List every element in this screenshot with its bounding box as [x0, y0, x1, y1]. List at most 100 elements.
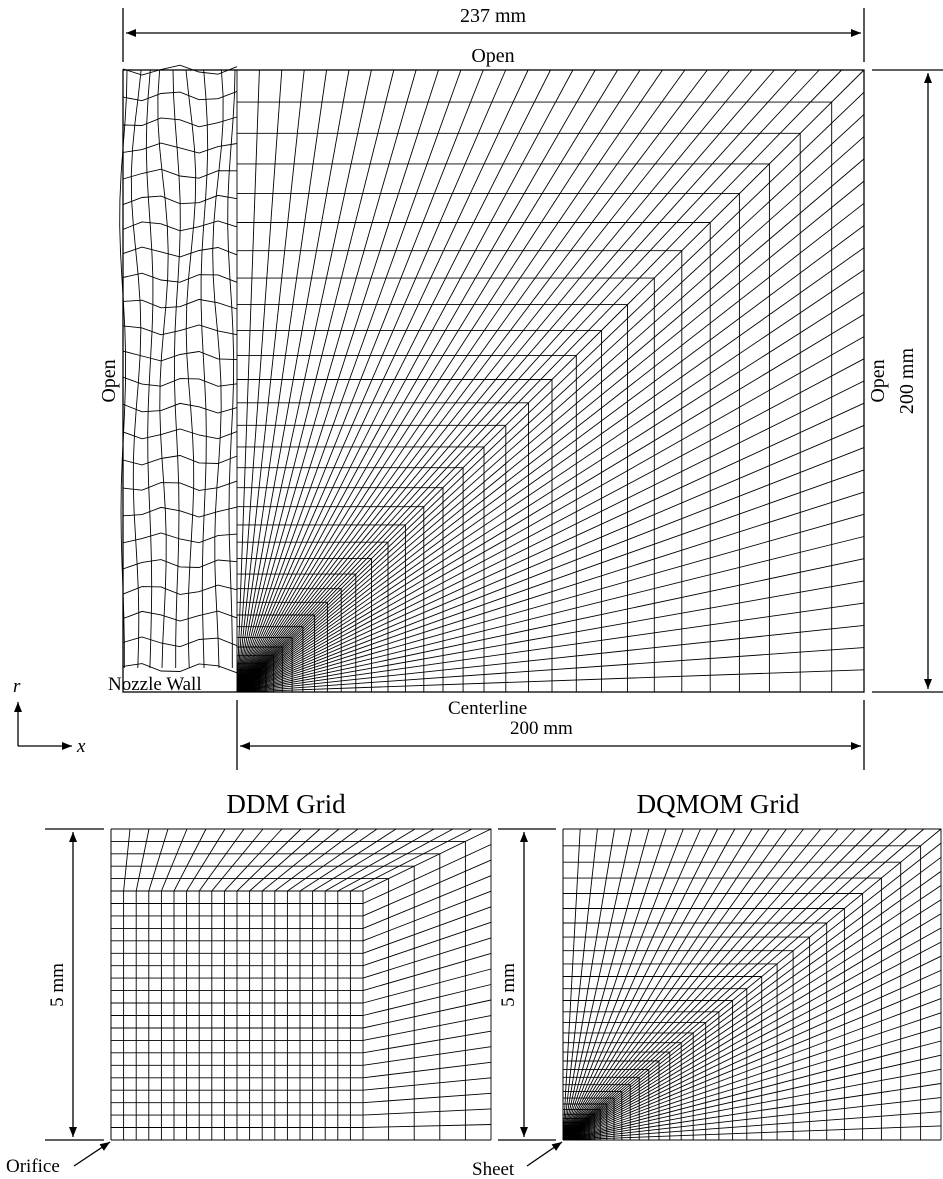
mesh-ray	[562, 913, 942, 1141]
mesh-ray	[562, 828, 753, 1141]
mesh-ray	[236, 69, 596, 693]
mesh-left-line	[172, 69, 181, 668]
mesh-ray	[362, 968, 492, 1004]
mesh-ray	[562, 828, 598, 1141]
mesh-ray	[562, 828, 684, 1141]
mesh-ray	[236, 558, 865, 693]
mesh-ray	[236, 69, 462, 693]
mesh-ray	[362, 875, 492, 929]
dqmom-height-dimension: 5 mm	[498, 828, 556, 1141]
mesh-ray	[236, 380, 865, 693]
length-dimension: 200 mm	[236, 700, 865, 770]
mesh-ray	[362, 1061, 492, 1079]
mesh-ray	[562, 955, 942, 1141]
mesh-ray	[236, 158, 865, 693]
mesh-ray	[362, 1015, 492, 1041]
mesh-ray	[562, 828, 701, 1141]
mesh-ray	[236, 69, 865, 693]
mesh-ray	[562, 828, 873, 1141]
mesh-ray	[562, 828, 633, 1141]
mesh-ray	[249, 828, 321, 892]
mesh-ray	[236, 69, 753, 693]
mesh-ray	[362, 1046, 492, 1066]
mesh-left-line	[122, 272, 238, 283]
mesh-ray	[562, 828, 581, 1141]
mesh-ray	[236, 69, 372, 693]
mesh-ray	[236, 69, 551, 693]
mesh-ray	[160, 828, 188, 892]
mesh-ray	[236, 136, 865, 693]
mesh-ray	[287, 828, 378, 892]
mesh-left-line	[157, 69, 169, 669]
mesh-ray	[236, 602, 865, 693]
mesh-ray	[236, 91, 865, 693]
mesh-ray	[236, 469, 865, 693]
mesh-ray	[198, 828, 245, 892]
mesh-ray	[362, 1077, 492, 1091]
mesh-left-line	[122, 428, 238, 440]
mesh-ray	[236, 69, 775, 693]
nozzle-wall	[237, 676, 251, 692]
main-domain	[119, 64, 865, 693]
mesh-ray	[562, 828, 942, 1141]
mesh-ray	[236, 647, 865, 693]
mesh-ray	[236, 402, 865, 693]
mesh-ray	[362, 984, 492, 1016]
mesh-ray	[236, 69, 842, 693]
mesh-left-line	[122, 298, 238, 310]
mesh-ray	[236, 69, 417, 693]
mesh-ray	[562, 1012, 942, 1141]
mesh-ray	[362, 890, 492, 942]
mesh-ray	[562, 842, 942, 1141]
mesh-ray	[350, 828, 473, 892]
mesh-ray	[236, 225, 865, 693]
mesh-ray	[562, 856, 942, 1141]
mesh-ray	[362, 828, 492, 892]
mesh-ray	[562, 1125, 942, 1141]
centerline-label: Centerline	[448, 698, 527, 719]
mesh-ray	[562, 941, 942, 1141]
mesh-left-line	[122, 506, 238, 518]
mesh-ray	[236, 69, 641, 693]
r-axis-label: r	[13, 676, 21, 697]
mesh-ray	[236, 247, 865, 693]
mesh-left-line	[122, 532, 238, 544]
main-mesh	[119, 64, 865, 693]
mesh-ray	[362, 1124, 492, 1128]
mesh-ray	[135, 828, 150, 892]
top-boundary-label: Open	[471, 45, 514, 67]
mesh-ray	[562, 885, 942, 1141]
mesh-ray	[562, 1097, 942, 1141]
mesh-ray	[562, 828, 856, 1141]
mesh-ray	[236, 580, 865, 693]
mesh-ray	[562, 828, 719, 1141]
mesh-ray	[236, 69, 507, 693]
mesh-left-line	[122, 90, 238, 102]
mesh-ray	[236, 180, 865, 693]
mesh-ray	[236, 202, 865, 693]
mesh-ray	[562, 828, 615, 1141]
mesh-ray	[236, 269, 865, 693]
mesh-ray	[236, 314, 865, 693]
mesh-ray	[562, 1111, 942, 1141]
right-boundary-label: Open	[867, 359, 889, 402]
mesh-ray	[148, 828, 169, 892]
mesh-left-line	[145, 69, 154, 669]
nozzle-wall-label: Nozzle Wall	[108, 674, 202, 695]
mesh-ray	[562, 828, 907, 1141]
mesh-ray	[236, 69, 708, 693]
mesh-left-line	[122, 559, 238, 570]
mesh-ray	[362, 844, 492, 904]
x-axis-label: x	[76, 736, 86, 757]
mesh-left-line	[185, 69, 197, 669]
mesh-ray	[562, 828, 650, 1141]
mesh-ray	[562, 828, 822, 1141]
mesh-ray	[236, 491, 865, 693]
mesh-ray	[562, 998, 942, 1141]
mesh-left-line	[122, 168, 238, 180]
mesh-ray	[362, 1108, 492, 1116]
mesh-ray	[362, 906, 492, 954]
mesh-left-line	[122, 324, 238, 336]
mesh-left-line	[122, 584, 238, 595]
mesh-ray	[362, 859, 492, 917]
